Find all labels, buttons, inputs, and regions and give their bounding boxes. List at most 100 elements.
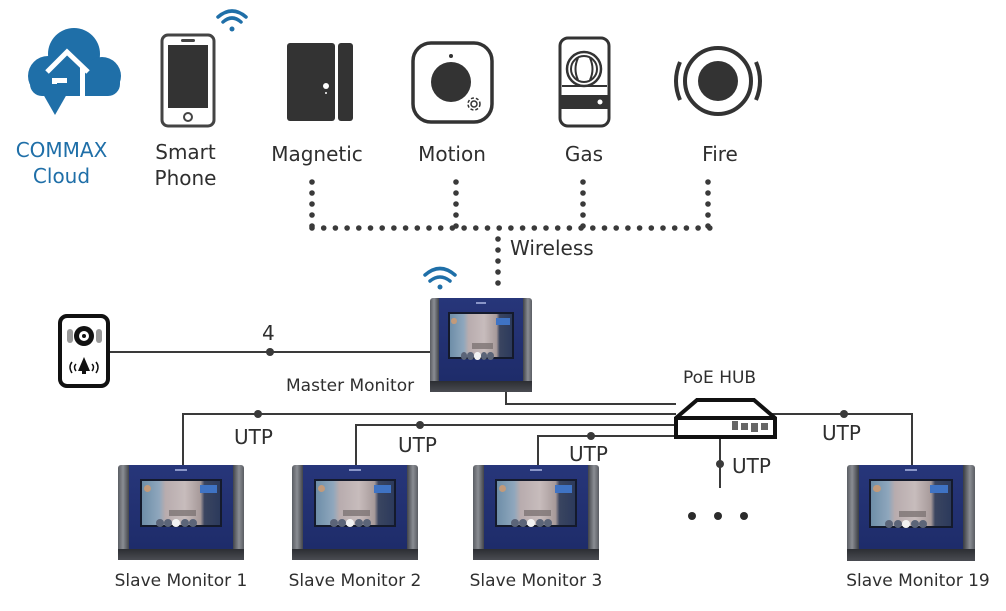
wireless-dot (449, 225, 456, 231)
wifi-icon (216, 9, 248, 32)
fire-detector-icon (674, 46, 762, 116)
wireless-dot (367, 225, 374, 231)
wifi-icon (423, 266, 457, 290)
utp-label: UTP (822, 421, 861, 445)
more-monitors-ellipsis (688, 512, 748, 520)
door-station-icon (58, 314, 110, 388)
fire-label: Fire (702, 142, 738, 166)
slave-monitor-device (473, 465, 599, 560)
slave-monitor-device (292, 465, 418, 560)
utp-cable-slave-2 (355, 424, 676, 465)
gas-label: Gas (564, 142, 604, 166)
wireless-dot (461, 225, 467, 231)
wireless-dot (613, 225, 619, 231)
wireless-dot (508, 225, 514, 231)
wireless-dot (495, 280, 501, 286)
wireless-dot (566, 225, 573, 231)
utp-label: UTP (398, 433, 437, 457)
wireless-dot (695, 225, 701, 231)
wireless-dot (705, 212, 711, 218)
cloud-label-line1: COMMAX (15, 138, 108, 162)
wireless-dot (705, 190, 711, 196)
cable-node (266, 348, 274, 356)
master-monitor-label: Master Monitor (286, 376, 415, 396)
wireless-dot (437, 225, 444, 231)
cloud-home-icon (28, 28, 121, 115)
wireless-dot (484, 225, 491, 231)
door-magnetic-sensor-icon (287, 43, 353, 121)
wireless-dot (648, 225, 655, 231)
gas-detector-icon (558, 36, 611, 128)
wireless-dot (519, 225, 526, 231)
wireless-label: Wireless (510, 236, 594, 260)
door-cable-label: 4 (262, 321, 275, 345)
magnetic-label: Magnetic (271, 142, 363, 166)
wireless-dot (683, 225, 690, 231)
utp-label: UTP (569, 442, 608, 466)
master-hub-cable (505, 392, 676, 405)
smartphone-icon (160, 33, 216, 128)
wireless-dot (309, 201, 315, 207)
utp-cable-slave-19 (770, 413, 913, 465)
wireless-dot (391, 225, 397, 231)
utp-node (716, 460, 724, 468)
utp-label: UTP (732, 454, 771, 478)
wireless-dot (671, 225, 678, 231)
utp-cable-slave-3 (537, 435, 676, 465)
poe-hub-icon (674, 398, 777, 439)
wireless-dot (601, 225, 608, 231)
wireless-dot (309, 212, 315, 218)
wireless-dot (660, 225, 666, 231)
poe-hub-label: PoE HUB (683, 368, 757, 388)
wireless-dot (379, 225, 386, 231)
utp-node (587, 432, 595, 440)
wireless-dot (495, 269, 501, 275)
utp-cable-slave-1 (182, 413, 676, 465)
slave-monitor-label: Slave Monitor 1 (114, 571, 248, 591)
wireless-dot (320, 225, 327, 231)
slave-monitor-label: Slave Monitor 19 (846, 571, 990, 591)
wireless-dot (590, 225, 596, 231)
utp-node (254, 410, 262, 418)
phone-label-line2: Phone (154, 166, 217, 190)
slave-monitor-label: Slave Monitor 2 (288, 571, 422, 591)
wireless-dot (453, 212, 459, 218)
wireless-dot (578, 225, 584, 231)
utp-node (840, 410, 848, 418)
wireless-dot (426, 225, 432, 231)
wireless-dot (332, 225, 339, 231)
wireless-dot (543, 225, 549, 231)
wireless-dot (580, 179, 586, 185)
wireless-dot (309, 179, 315, 185)
wireless-dot (705, 179, 711, 185)
wireless-dot (309, 225, 315, 231)
wireless-dot (495, 258, 501, 264)
wireless-dot (495, 236, 501, 242)
wireless-dot (707, 225, 713, 231)
utp-node (416, 421, 424, 429)
wireless-dot (636, 225, 643, 231)
wireless-dot (705, 201, 711, 207)
wireless-dot (414, 225, 421, 231)
slave-monitor-device (847, 465, 975, 561)
wireless-dot (495, 247, 501, 253)
cloud-label-line2: Cloud (32, 164, 91, 188)
wireless-dot (554, 225, 561, 231)
master-monitor-device (430, 298, 532, 392)
slave-monitor-label: Slave Monitor 3 (469, 571, 603, 591)
wireless-dot (531, 225, 538, 231)
wireless-dot (580, 201, 586, 207)
wireless-dot (453, 190, 459, 196)
wireless-dot (473, 225, 479, 231)
wireless-dot (496, 225, 503, 231)
wireless-dot (625, 225, 631, 231)
motion-label: Motion (418, 142, 486, 166)
phone-label-line1: Smart (155, 140, 216, 164)
wireless-dot (356, 225, 362, 231)
motion-sensor-icon (411, 41, 494, 124)
wireless-dot (402, 225, 409, 231)
utp-label: UTP (234, 425, 273, 449)
wireless-dot (309, 190, 315, 196)
